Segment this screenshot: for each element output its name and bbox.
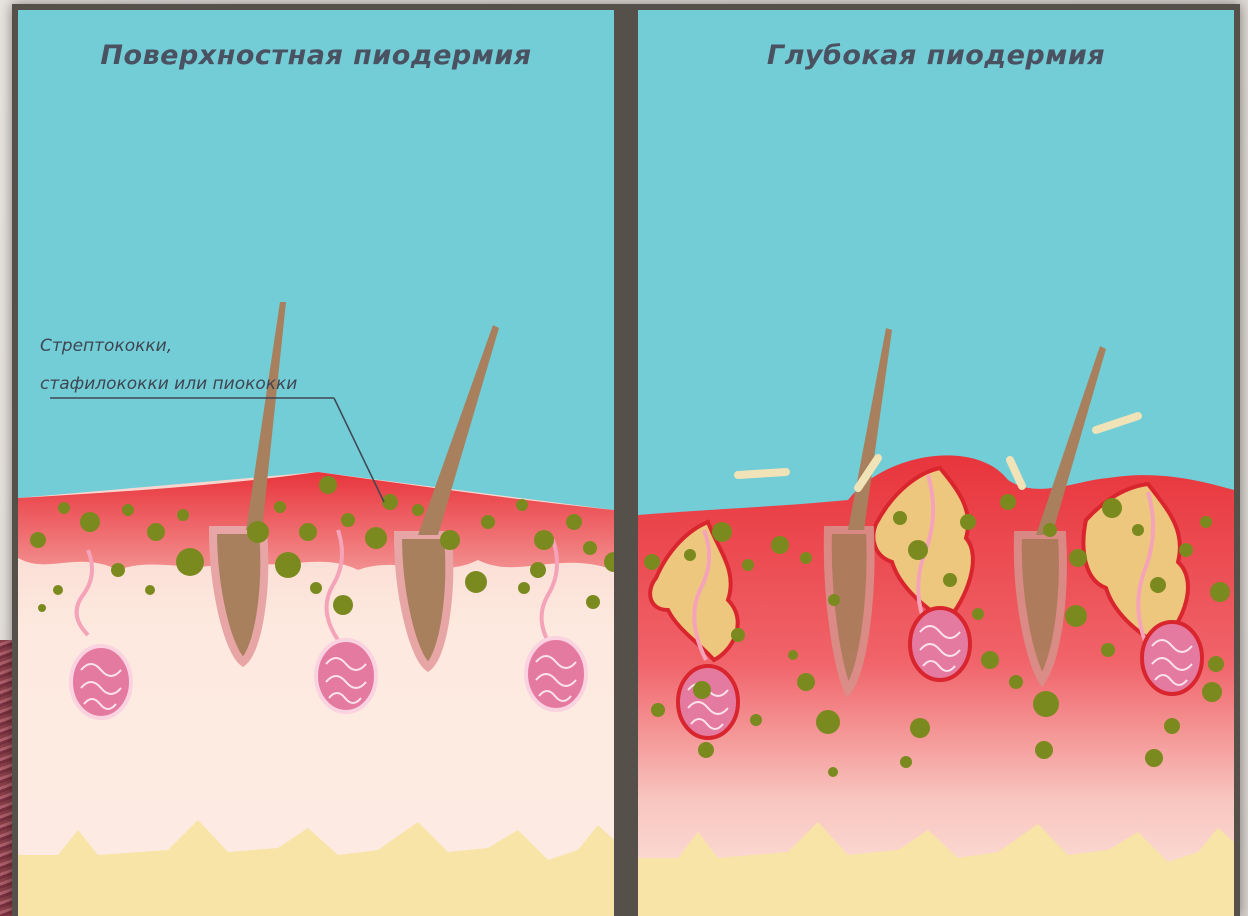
superficial-skin-diagram [18,10,614,916]
panel-title-superficial: Поверхностная пиодермия [18,40,614,71]
panel-title-deep: Глубокая пиодермия [638,40,1234,71]
callout-bacteria-line2: стафилококки или пиококки [40,374,360,394]
panel-superficial: Поверхностная пиодермия Стрептококки, ст… [18,10,614,916]
panel-deep: Глубокая пиодермия [638,10,1234,916]
callout-bacteria-line1: Стрептококки, [40,336,360,356]
deep-skin-diagram [638,10,1234,916]
illustration-frame: Поверхностная пиодермия Стрептококки, ст… [12,4,1240,916]
